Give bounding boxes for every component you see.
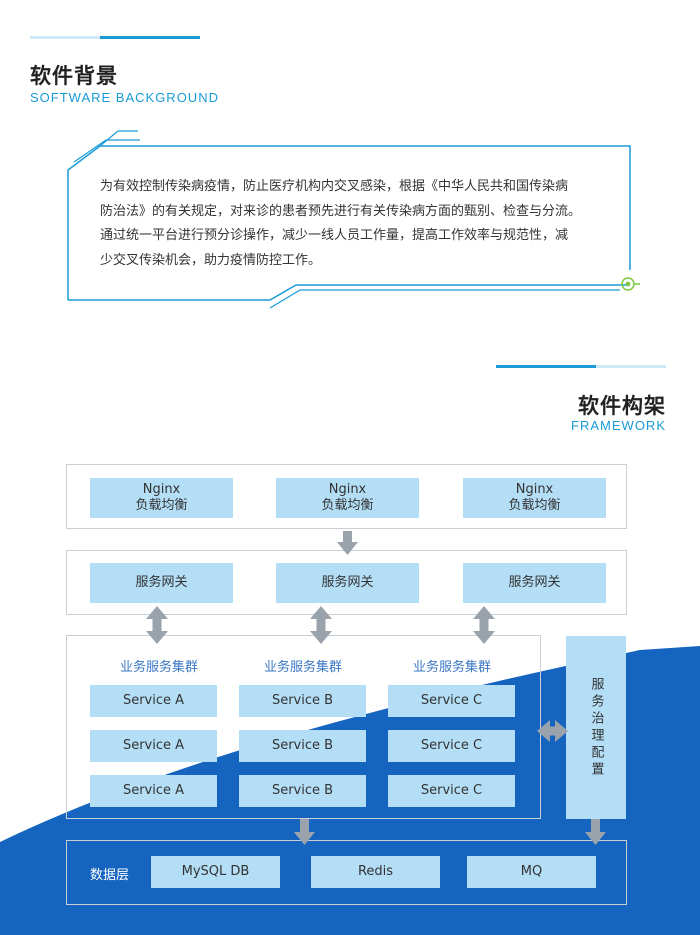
data-layer-label: 数据层 [90, 868, 130, 883]
cluster-label: 业务服务集群 [263, 660, 342, 675]
nginx-load-balancer: Nginx 负载均衡 [276, 478, 419, 518]
service-gateway: 服务网关 [276, 563, 419, 603]
message-queue: MQ [467, 856, 596, 888]
nginx-load-balancer: Nginx 负载均衡 [90, 478, 233, 518]
nginx-sub-label: 负载均衡 [321, 498, 374, 513]
cluster-label: 业务服务集群 [119, 660, 198, 675]
service-gateway: 服务网关 [463, 563, 606, 603]
framework-subtitle: FRAMEWORK [571, 418, 666, 433]
service-a-instance: Service A [90, 685, 217, 717]
framework-decoration-accent [496, 365, 596, 368]
background-title: 软件背景 [30, 64, 118, 88]
service-c-instance: Service C [388, 685, 515, 717]
service-b-instance: Service B [239, 685, 366, 717]
service-governance-config: 服务治理配置 [566, 636, 626, 819]
nginx-label: Nginx [142, 482, 181, 497]
data-layer-panel [66, 840, 627, 905]
cluster-label: 业务服务集群 [412, 660, 491, 675]
service-gateway: 服务网关 [90, 563, 233, 603]
service-b-instance: Service B [239, 730, 366, 762]
paragraph-line: 少交叉传染机会，助力疫情防控工作。 [100, 252, 322, 268]
background-subtitle: SOFTWARE BACKGROUND [30, 90, 219, 105]
paragraph-line: 为有效控制传染病疫情，防止医疗机构内交叉感染，根据《中华人民共和国传染病 [100, 179, 569, 194]
nginx-sub-label: 负载均衡 [135, 498, 188, 513]
service-c-instance: Service C [388, 730, 515, 762]
header-decoration-accent [100, 36, 200, 39]
nginx-label: Nginx [515, 482, 554, 497]
nginx-label: Nginx [328, 482, 367, 497]
service-b-instance: Service B [239, 775, 366, 807]
background-paragraph: 为有效控制传染病疫情，防止医疗机构内交叉感染，根据《中华人民共和国传染病 防治法… [100, 175, 610, 273]
nginx-load-balancer: Nginx 负载均衡 [463, 478, 606, 518]
redis: Redis [311, 856, 440, 888]
service-a-instance: Service A [90, 775, 217, 807]
framework-title: 软件构架 [578, 394, 666, 418]
mysql-db: MySQL DB [151, 856, 280, 888]
framework-decoration-line [596, 365, 666, 368]
service-a-instance: Service A [90, 730, 217, 762]
background-text-frame [67, 130, 640, 309]
paragraph-line: 通过统一平台进行预分诊操作，减少一线人员工作量，提高工作效率与规范性，减 [100, 228, 569, 243]
paragraph-line: 防治法》的有关规定，对来诊的患者预先进行有关传染病方面的甄别、检查与分流。 [100, 203, 582, 219]
header-decoration-line [30, 36, 100, 39]
governance-label: 服务治理配置 [588, 676, 604, 779]
service-c-instance: Service C [388, 775, 515, 807]
nginx-sub-label: 负载均衡 [508, 498, 561, 513]
